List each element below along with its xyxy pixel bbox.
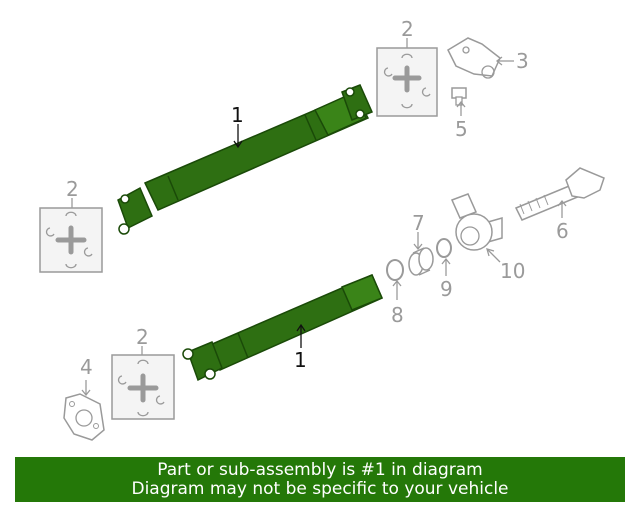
callout-6: 6	[556, 219, 569, 243]
slip-yoke-shaft[interactable]	[514, 167, 605, 221]
notice-banner: Part or sub-assembly is #1 in diagram Di…	[15, 457, 625, 502]
callout-8: 8	[391, 303, 404, 327]
callout-1-upper: 1	[231, 103, 244, 127]
callout-7: 7	[412, 211, 425, 235]
callout-4: 4	[80, 355, 93, 379]
snap-ring-9[interactable]	[436, 238, 452, 258]
notice-line-disclaimer: Diagram may not be specific to your vehi…	[131, 478, 509, 499]
u-joint-box-bottom[interactable]	[111, 354, 175, 420]
notice-line-part: Part or sub-assembly is #1 in diagram	[157, 459, 483, 480]
callout-9: 9	[440, 277, 453, 301]
callout-2-left: 2	[66, 177, 79, 201]
callout-10: 10	[500, 259, 525, 283]
u-joint-box-top[interactable]	[376, 47, 438, 117]
snap-ring-8[interactable]	[386, 259, 404, 281]
callout-2-top: 2	[401, 17, 414, 41]
center-support-bearing[interactable]	[450, 193, 503, 251]
flange-yoke[interactable]	[447, 37, 501, 79]
callout-2-bottom: 2	[136, 325, 149, 349]
callout-1-lower: 1	[294, 348, 307, 372]
lower-drive-shaft[interactable]	[182, 274, 383, 382]
leader-lines	[71, 38, 567, 397]
coupler[interactable]	[408, 247, 434, 276]
callout-3: 3	[516, 49, 529, 73]
u-joint-box-left[interactable]	[39, 207, 103, 273]
bolt[interactable]	[451, 87, 467, 106]
callout-5: 5	[455, 117, 468, 141]
upper-drive-shaft[interactable]	[117, 84, 374, 235]
flange-plate[interactable]	[63, 393, 105, 441]
